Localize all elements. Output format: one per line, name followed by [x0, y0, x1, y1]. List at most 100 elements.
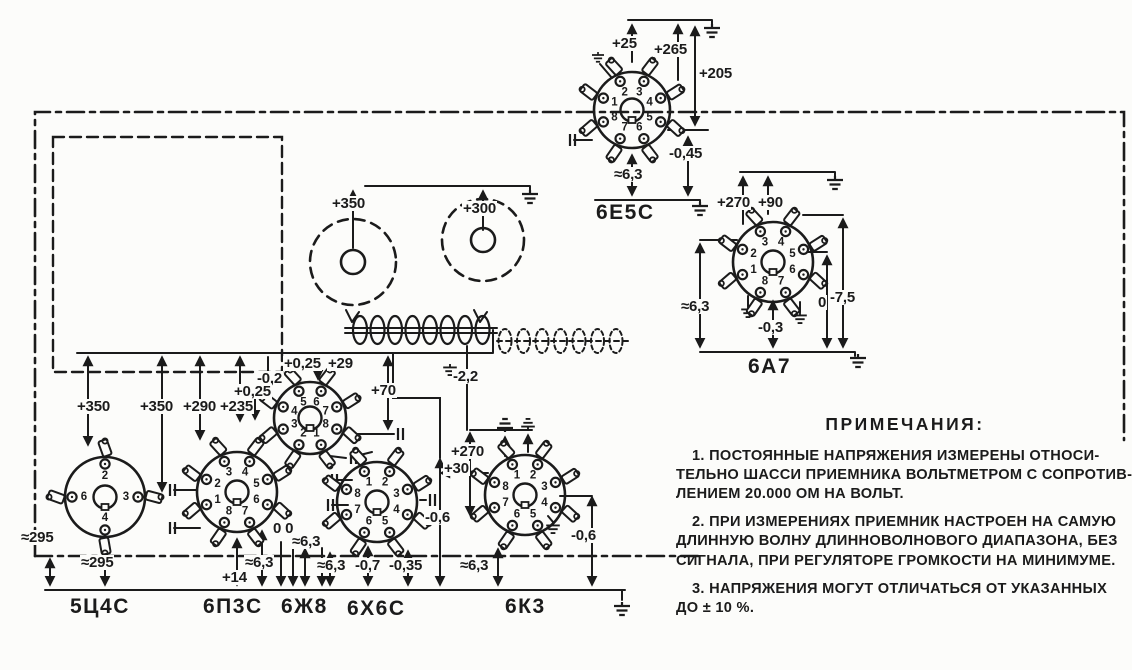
pin-number: 6	[789, 264, 795, 276]
pin-dot	[511, 524, 514, 527]
voltage-label: ≈6,3	[244, 554, 275, 571]
pin-number: 1	[366, 477, 373, 489]
pin-dot	[802, 248, 805, 251]
pin-number: 4	[102, 512, 109, 524]
voltage-label: +290	[182, 398, 217, 415]
pin-dot	[223, 521, 226, 524]
pin-number: 4	[291, 405, 298, 417]
voltage-label: +270	[716, 194, 751, 211]
lug-rivet	[425, 477, 433, 485]
pin-dot	[319, 390, 323, 393]
tube-label-6П3С: 6П3С	[203, 595, 263, 618]
pin-number: 3	[393, 488, 399, 500]
pin-number: 4	[646, 97, 653, 109]
pin-number: 7	[323, 405, 329, 417]
pin-dot	[406, 513, 409, 516]
voltage-label: +270	[450, 443, 485, 460]
lug-rivet	[578, 85, 586, 93]
pin-number: 8	[354, 488, 361, 500]
pin-number: 8	[226, 505, 233, 517]
pin-dot	[642, 137, 646, 140]
pin-dot	[536, 463, 539, 466]
pin-number: 3	[226, 467, 232, 479]
voltage-label: +350	[139, 398, 174, 415]
pin-number: 6	[81, 491, 87, 503]
tube-label-6Х6С: 6Х6С	[347, 597, 406, 620]
note-line: 1. ПОСТОЯННЫЕ НАПРЯЖЕНИЯ ИЗМЕРЕНЫ ОТНОСИ…	[692, 448, 1100, 464]
voltage-label: ≈6,3	[680, 298, 711, 315]
lug-rivet	[607, 56, 615, 64]
notes-body: 1. ПОСТОЯННЫЕ НАПРЯЖЕНИЯ ИЗМЕРЕНЫ ОТНОСИ…	[676, 447, 1132, 618]
voltage-label: +29	[327, 355, 354, 372]
pin-number: 8	[323, 419, 330, 431]
tube-label-5Ц4С: 5Ц4С	[70, 595, 130, 618]
voltage-label: +350	[331, 195, 366, 212]
socket-ring	[63, 455, 147, 539]
pin-dot	[511, 463, 514, 466]
pin-dot	[659, 96, 662, 100]
socket-lug	[46, 489, 66, 505]
pin-number: 1	[514, 470, 521, 482]
pin-dot	[759, 230, 762, 233]
socket-lug	[97, 438, 113, 458]
pin-dot	[363, 470, 366, 473]
pin-number: 7	[354, 504, 360, 516]
socket-keyway	[520, 501, 530, 509]
pin-number: 6	[313, 396, 319, 408]
socket-ring	[335, 460, 419, 544]
pin-dot	[388, 470, 391, 473]
pin-dot	[248, 521, 251, 524]
lug-rivet	[748, 310, 756, 318]
lug-rivet	[717, 279, 725, 287]
voltage-label: +0,25	[283, 355, 322, 372]
voltage-label: -0,3	[757, 319, 785, 336]
lug-rivet	[354, 434, 362, 442]
pin-number: 1	[313, 428, 320, 440]
pin-number: 5	[300, 396, 307, 408]
lug-rivet	[649, 56, 657, 64]
pin-dot	[554, 506, 557, 509]
pin-dot	[741, 248, 744, 251]
voltage-label: -0,6	[424, 509, 452, 526]
voltage-label: -2,2	[452, 368, 480, 385]
pin-number: 4	[778, 237, 785, 249]
lug-rivet	[500, 543, 508, 551]
notes-title: ПРИМЕЧАНИЯ:	[825, 414, 985, 434]
pin-dot	[282, 405, 285, 409]
voltage-label: +265	[653, 41, 688, 58]
pin-dot	[282, 427, 285, 431]
pin-dot	[554, 481, 557, 484]
lug-rivet	[352, 446, 360, 454]
pin-number: 6	[366, 515, 372, 527]
lug-rivet	[394, 446, 402, 454]
note-line: СИГНАЛА, ПРИ РЕГУЛЯТОРЕ ГРОМКОСТИ НА МИН…	[676, 552, 1116, 569]
lug-rivet	[286, 462, 294, 470]
voltage-label: +205	[698, 65, 733, 82]
pin-number: 5	[253, 478, 260, 490]
lug-rivet	[212, 540, 220, 548]
lug-rivet	[181, 467, 189, 475]
note-line: 2. ПРИ ИЗМЕРЕНИЯХ ПРИЕМНИК НАСТРОЕН НА С…	[692, 514, 1117, 531]
voltage-label: +14	[221, 569, 248, 586]
voltage-label: 0 0	[272, 520, 295, 537]
pin-number: 7	[502, 497, 508, 509]
pin-number: 6	[514, 508, 520, 520]
socket-ring	[272, 380, 348, 456]
pin-dot	[536, 524, 539, 527]
pin-dot	[103, 528, 107, 532]
socket-keyway	[305, 424, 315, 432]
pin-number: 3	[291, 419, 297, 431]
socket-keyway	[372, 508, 382, 516]
lug-rivet	[790, 206, 798, 214]
socket-keyway	[768, 268, 778, 276]
pin-dot	[602, 96, 605, 100]
lug-rivet	[607, 156, 615, 164]
note-line: ЛЕНИЕМ 20.000 ОМ НА ВОЛЬТ.	[676, 486, 904, 503]
pin-dot	[205, 503, 208, 506]
pin-dot	[297, 390, 301, 393]
lug-rivet	[212, 436, 220, 444]
